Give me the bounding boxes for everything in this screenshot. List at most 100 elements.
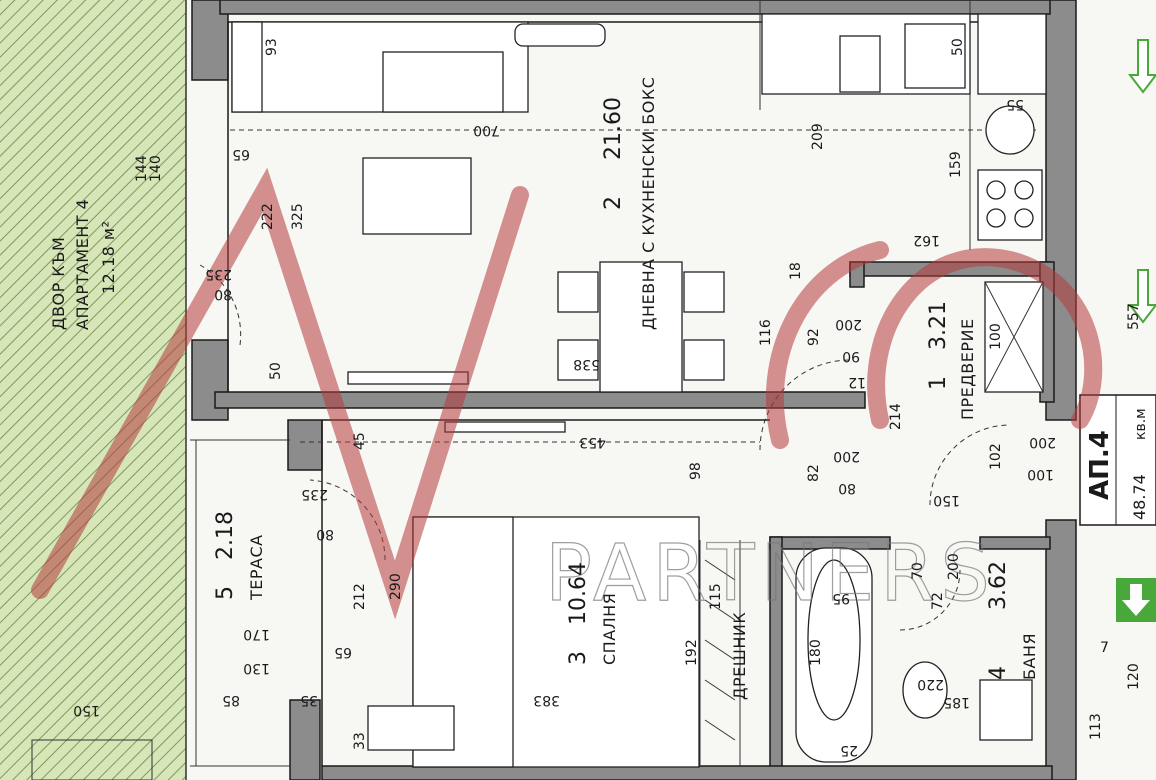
bedroom-room-number: 3 [566, 651, 591, 665]
dim-label: 200 [835, 316, 862, 332]
dim-label: 150 [73, 702, 100, 718]
living-room-area: 21.60 [601, 97, 626, 160]
bedroom-room-name: СПАЛНЯ [600, 593, 619, 665]
dim-label: 102 [988, 443, 1004, 470]
dim-label: 35 [300, 692, 318, 708]
apartment-area-unit: кв.м [1133, 408, 1149, 440]
dim-label: 98 [688, 462, 704, 480]
dim-label: 185 [943, 694, 970, 710]
yard-label-3: 12.18 м² [99, 221, 118, 294]
entrance-arrows [1116, 39, 1156, 622]
dim-label: 214 [888, 403, 904, 430]
dim-label: 700 [473, 122, 500, 138]
dim-label: 538 [573, 356, 600, 372]
dim-label: 80 [214, 286, 232, 302]
dim-label: 93 [264, 38, 280, 56]
wardrobe-hatch [704, 559, 736, 741]
bath-room-name: БАНЯ [1020, 633, 1039, 680]
dim-label: 200 [1029, 434, 1056, 450]
dim-label: 113 [1088, 713, 1104, 740]
dim-label: 115 [708, 583, 724, 610]
washbasin [979, 679, 1033, 741]
chair [557, 339, 599, 381]
dim-label: 18 [788, 262, 804, 280]
dim-label: 209 [810, 123, 826, 150]
dim-label: 45 [352, 432, 368, 450]
dim-label: 100 [988, 323, 1004, 350]
dim-label: 557 [1126, 303, 1142, 330]
terrace-room-number: 5 [213, 586, 238, 600]
pillow [514, 23, 606, 47]
dim-label: 192 [684, 639, 700, 666]
dim-label: 90 [842, 348, 860, 364]
sink [904, 23, 966, 89]
dim-label: 72 [930, 592, 946, 610]
furniture [231, 13, 1047, 768]
dim-label: 222 [260, 203, 276, 230]
dim-label: 200 [833, 448, 860, 464]
hall-room-number: 1 [926, 376, 951, 390]
bath-room-area: 3.62 [986, 561, 1011, 610]
wardrobe-room-name: ДРЕШНИК [730, 612, 749, 700]
terrace-room-area: 2.18 [213, 511, 238, 560]
room-labels: ДВОР КЪМ АПАРТАМЕНТ 4 12.18 м² 2 21.60 Д… [49, 77, 1149, 700]
dim-label: 453 [579, 434, 606, 450]
dim-label: 200 [946, 553, 962, 580]
dining-table [599, 261, 683, 393]
dim-label: 170 [243, 626, 270, 642]
dim-label: 80 [316, 526, 334, 542]
apartment-label-box [1079, 394, 1156, 526]
dim-label: 159 [948, 151, 964, 178]
terrace-room-name: ТЕРАСА [247, 534, 266, 601]
living-room-number: 2 [601, 196, 626, 210]
nightstand [367, 705, 455, 751]
dim-label: 144 [134, 155, 150, 182]
yard-label-1: ДВОР КЪМ [49, 237, 68, 330]
dim-label: 50 [950, 38, 966, 56]
dim-label: 33 [352, 732, 368, 750]
watermark-text: PARTNERS [545, 529, 996, 619]
dim-label: 383 [533, 692, 560, 708]
stove [977, 169, 1043, 241]
apartment-area: 48.74 [1130, 474, 1149, 520]
dim-label: 25 [840, 742, 858, 758]
dim-label: 80 [838, 480, 856, 496]
dim-label: 120 [1126, 663, 1142, 690]
coffee-table [362, 157, 472, 235]
dim-label: 65 [334, 644, 352, 660]
yard-label-2: АПАРТАМЕНТ 4 [73, 199, 92, 330]
hall-room-area: 3.21 [926, 301, 951, 350]
dim-label: 55 [1006, 96, 1024, 112]
dim-label: 140 [148, 155, 164, 182]
dim-label: 290 [388, 573, 404, 600]
dim-label: 50 [268, 362, 284, 380]
dim-label: 95 [832, 590, 850, 606]
dim-label: 235 [301, 486, 328, 502]
chair [683, 271, 725, 313]
apartment-label: АП.4 [1085, 430, 1115, 500]
dim-label: 100 [1027, 466, 1054, 482]
bedroom-room-area: 10.64 [566, 562, 591, 625]
dim-label: 220 [917, 676, 944, 692]
dim-label: 70 [910, 562, 926, 580]
hall-room-name: ПРЕДВЕРИЕ [958, 318, 977, 420]
dim-label: 12 [848, 374, 866, 390]
dim-label: 150 [933, 492, 960, 508]
dim-label: 116 [758, 319, 774, 346]
living-room-name: ДНЕВНА С КУХНЕНСКИ БОКС [639, 77, 658, 330]
dim-label: 325 [290, 203, 306, 230]
toilet [902, 661, 948, 719]
chair [557, 271, 599, 313]
dim-label: 92 [806, 328, 822, 346]
walls [191, 0, 1077, 780]
chair [683, 339, 725, 381]
dim-label: 65 [232, 146, 250, 162]
bath-room-number: 4 [986, 666, 1011, 680]
dim-label: 130 [243, 660, 270, 676]
dim-label: 82 [806, 464, 822, 482]
dim-label: 7 [1100, 640, 1109, 656]
dim-label: 85 [222, 692, 240, 708]
watermark: PARTNERS [31, 167, 1103, 620]
dim-label: 180 [808, 639, 824, 666]
